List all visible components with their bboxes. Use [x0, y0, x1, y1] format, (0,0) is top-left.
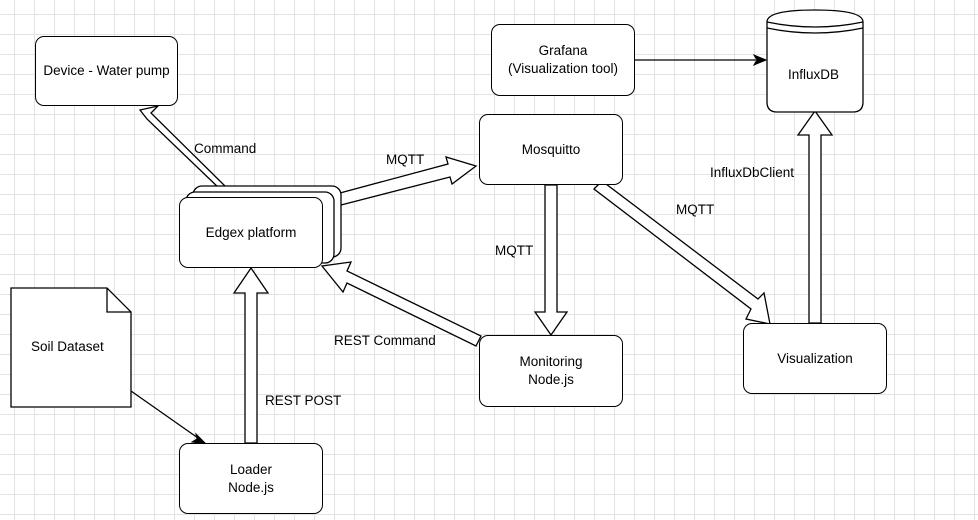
loader-nodejs-node[interactable]: Loader Node.js [179, 443, 323, 514]
monitoring-sublabel: Node.js [528, 372, 574, 387]
visualization-label: Visualization [777, 350, 853, 366]
grafana-sublabel: (Visualization tool) [507, 61, 619, 76]
mqtt-mosquitto-monitoring-arrow [533, 184, 569, 337]
rest-command-edge-label: REST Command [334, 333, 436, 348]
influx-client-edge-label: InfluxDbClient [710, 165, 795, 180]
loader-sublabel: Node.js [228, 479, 274, 495]
visualization-node[interactable]: Visualization [743, 323, 887, 394]
monitoring-label: Monitoring [519, 354, 583, 369]
grafana-label: Grafana [538, 43, 588, 58]
soil-loader-arrowhead [190, 432, 208, 445]
mqtt-mosquitto-monitoring-label: MQTT [495, 243, 534, 258]
influx-client-arrow [796, 109, 834, 324]
mqtt-edgex-mosquitto-arrow [339, 156, 478, 206]
mosquitto-label: Mosquitto [521, 141, 581, 157]
grafana-node[interactable]: Grafana (Visualization tool) [491, 24, 635, 96]
soil-dataset-shape [10, 287, 132, 408]
soil-dataset-fold [106, 288, 131, 313]
command-edge-label: Command [194, 141, 257, 156]
device-water-pump-node[interactable]: Device - Water pump [35, 36, 178, 106]
rest-command-arrow [320, 261, 482, 347]
mqtt-mosquitto-visualization-arrow [593, 180, 771, 325]
monitoring-nodejs-node[interactable]: Monitoring Node.js [479, 335, 623, 407]
mqtt-edgex-mosquitto-label: MQTT [386, 152, 425, 167]
edgex-platform-node[interactable]: Edgex platform [179, 197, 323, 268]
mosquitto-node[interactable]: Mosquitto [479, 114, 623, 185]
rest-post-arrow [232, 266, 270, 444]
influxdb-cylinder [766, 9, 864, 113]
rest-post-edge-label: REST POST [265, 393, 342, 408]
device-water-pump-label: Device - Water pump [43, 63, 170, 78]
influxdb-cylinder-top-ring-1 [766, 21, 864, 28]
mqtt-mosquitto-visualization-label: MQTT [676, 202, 715, 217]
soil-dataset-label: Soil Dataset [31, 339, 104, 354]
loader-label: Loader [229, 461, 273, 477]
influxdb-cylinder-top-ring-2 [766, 27, 864, 34]
soil-loader-connector [130, 390, 199, 439]
edgex-platform-label: Edgex platform [205, 224, 297, 240]
grafana-influx-arrowhead [752, 53, 768, 67]
influxdb-label: InfluxDB [788, 67, 840, 82]
